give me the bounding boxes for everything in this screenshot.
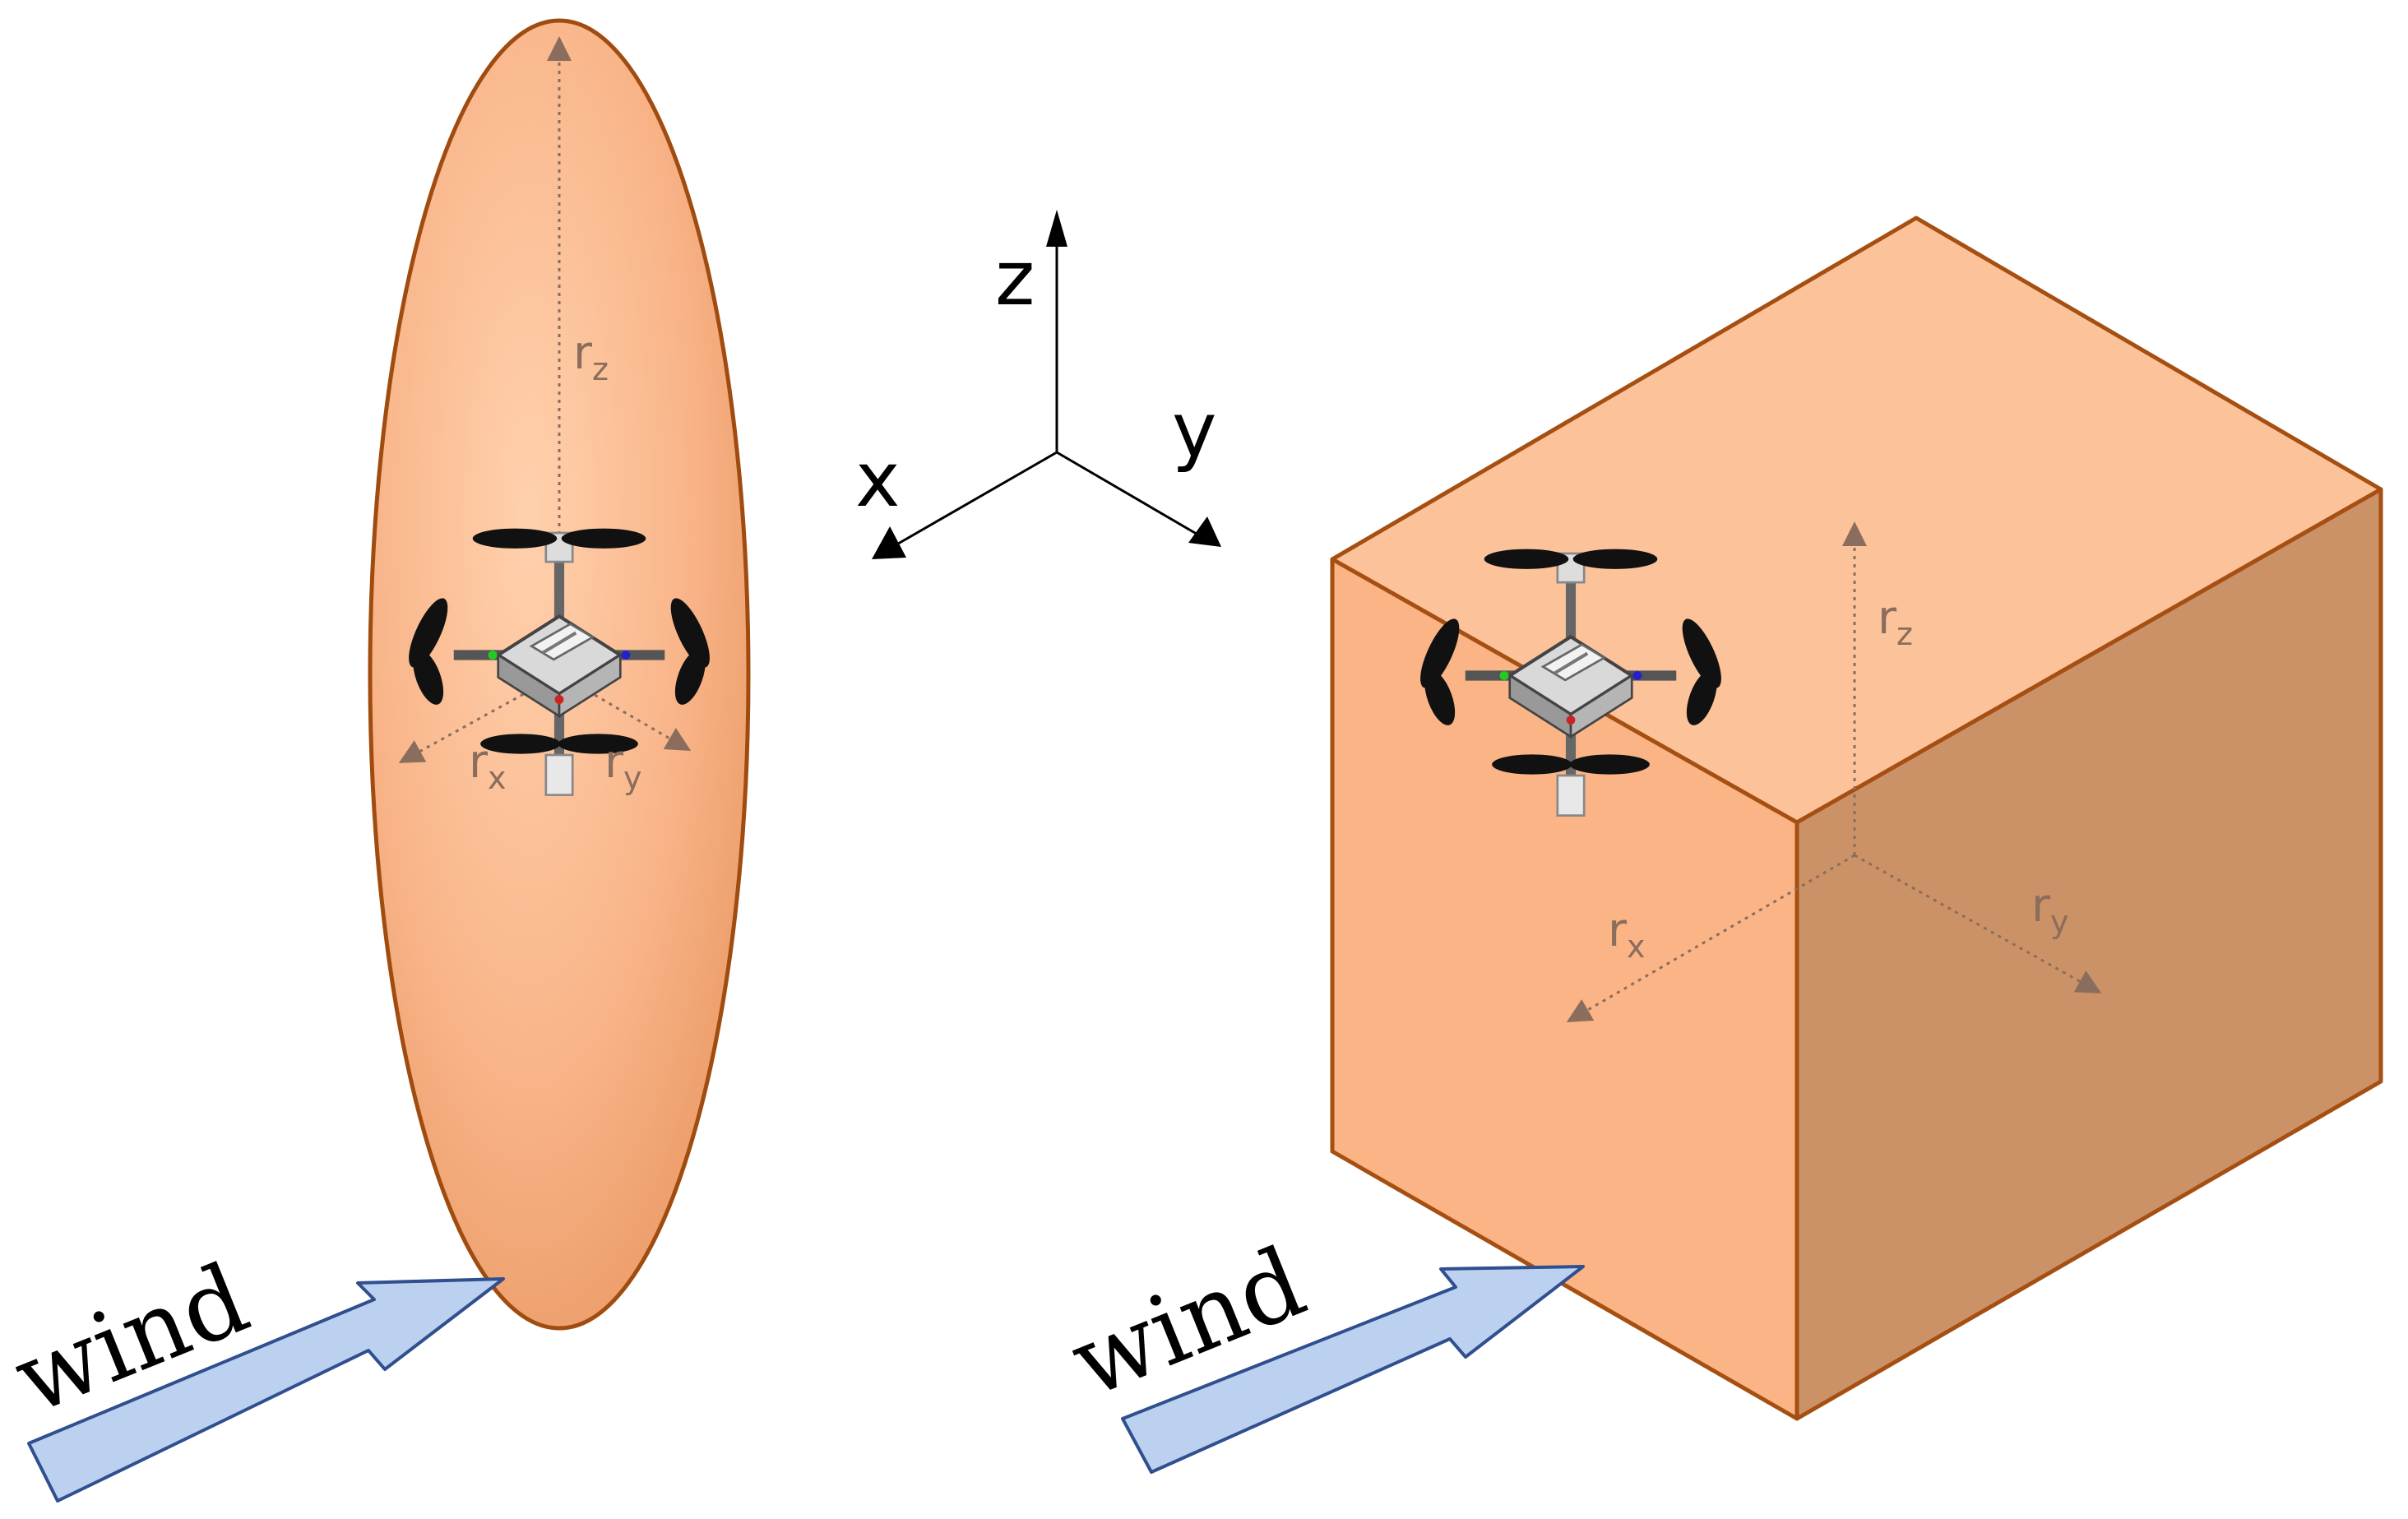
cube-side-face — [1794, 487, 2383, 1421]
cube-ry-label: ry — [2031, 879, 2069, 940]
cube-rz-label: rz — [1878, 591, 1913, 652]
wind-arrow-icon — [27, 1277, 505, 1503]
wind-arrow-left: wind — [0, 1241, 505, 1503]
y-axis-line — [1056, 451, 1206, 540]
cube-rx-label: rx — [1608, 904, 1646, 965]
ellipsoid-region: rz rx ry — [368, 18, 751, 1331]
y-axis-label: y — [1172, 387, 1216, 475]
wind-arrow-right: wind — [1056, 1225, 1585, 1474]
z-axis-arrowhead — [1046, 210, 1067, 247]
wind-arrow-icon — [1121, 1265, 1585, 1474]
coordinate-frame: z x y — [855, 210, 1221, 559]
x-axis-arrowhead — [872, 526, 906, 559]
z-axis-label: z — [995, 234, 1035, 322]
ellipsoid-rx-label: rx — [469, 735, 507, 796]
cube-ry-axis — [1854, 854, 2102, 993]
ellipsoid-ry-label: ry — [604, 735, 642, 796]
y-axis-arrowhead — [1188, 516, 1221, 547]
cube-region: rz rx ry — [1330, 215, 2383, 1421]
ellipsoid-rz-label: rz — [573, 326, 609, 387]
x-axis-line — [887, 451, 1058, 551]
x-axis-label: x — [855, 436, 900, 524]
cube-rx-axis — [1566, 854, 1855, 1023]
ellipsoid-rx-axis — [398, 673, 560, 763]
